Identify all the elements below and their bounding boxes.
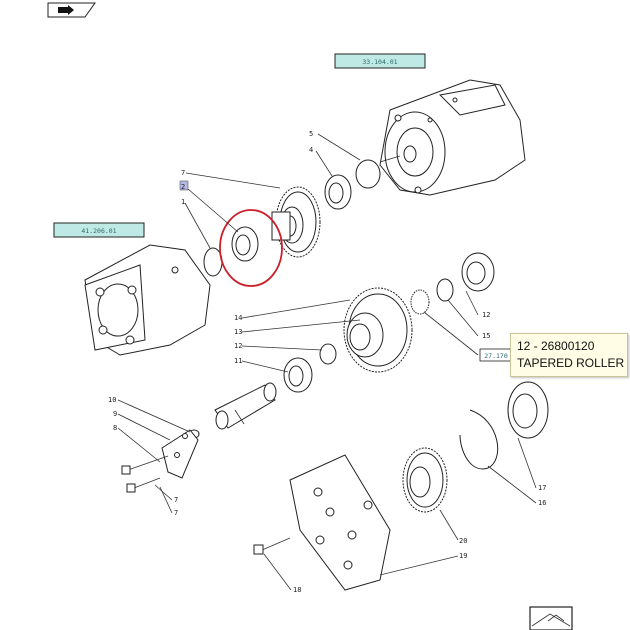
- callout-1: 1: [181, 198, 185, 206]
- envelope-icon[interactable]: [529, 606, 573, 630]
- shim-ring: [410, 289, 430, 315]
- ref-label-top: 33.104.01: [362, 58, 397, 66]
- callout-17: 17: [538, 484, 546, 492]
- bearing-lower-right: [507, 381, 549, 439]
- callout-4: 4: [309, 146, 313, 154]
- callout-2: 2: [181, 183, 185, 191]
- tooltip-part-description: TAPERED ROLLER: [517, 356, 625, 370]
- callout-3: 7: [181, 169, 185, 177]
- callout-9: 9: [113, 410, 117, 418]
- hydraulic-pump-left: [84, 244, 211, 356]
- bearing-middle-right: [461, 252, 495, 292]
- highlight-circle: [219, 209, 283, 287]
- nav-back-icon[interactable]: [47, 2, 96, 18]
- callout-5: 5: [309, 130, 313, 138]
- callout-13: 13: [234, 328, 242, 336]
- bolt-lower: [126, 477, 161, 493]
- callout-19: 19: [459, 552, 467, 560]
- callout-12: 12: [234, 342, 242, 350]
- tapered-roller-bearing-12[interactable]: [283, 357, 313, 393]
- callout-18: 18: [293, 586, 301, 594]
- ref-box-mid[interactable]: 27.170: [479, 348, 513, 362]
- callout-10: 10: [108, 396, 116, 404]
- callout-14: 14: [234, 314, 242, 322]
- bearing-upper: [324, 174, 352, 210]
- callout-11: 11: [234, 357, 242, 365]
- bearing-highlighted[interactable]: [231, 226, 259, 262]
- callout-numbers: 7 2 1 4 5 14 13 12 11 10 9 8 7 7 12 15 1…: [108, 130, 546, 594]
- snap-ring-upper: [355, 159, 381, 189]
- callout-16: 16: [538, 499, 546, 507]
- retaining-plate: [161, 429, 199, 479]
- callout-7: 7: [174, 509, 178, 517]
- circlip-16: [459, 409, 499, 470]
- callout-20: 20: [459, 537, 467, 545]
- spacer-ring-12: [319, 343, 337, 365]
- spacer-ring-15: [436, 278, 454, 302]
- callout-15: 15: [482, 332, 490, 340]
- drive-gear-lower: [402, 447, 448, 513]
- callout-7a: 7: [174, 496, 178, 504]
- part-tooltip: 12 - 26800120 TAPERED ROLLER: [510, 333, 628, 377]
- ref-label-mid: 27.170: [484, 352, 508, 360]
- idler-gear-middle: [343, 287, 413, 373]
- selected-callout-marker: [179, 180, 189, 191]
- callout-12b: 12: [482, 311, 490, 319]
- cover-plate: [289, 454, 391, 591]
- leader-lines: [117, 133, 537, 591]
- ref-box-top[interactable]: 33.104.01: [334, 53, 426, 69]
- bolt-upper: [121, 455, 169, 475]
- ref-box-left[interactable]: 41.206.01: [53, 222, 145, 238]
- ref-label-left: 41.206.01: [81, 227, 116, 235]
- bolt-18: [253, 537, 291, 555]
- callout-8: 8: [113, 424, 117, 432]
- drive-gear-upper: [271, 186, 321, 258]
- tooltip-part-number: 12 - 26800120: [517, 339, 595, 353]
- hydraulic-pump-upper: [379, 79, 526, 196]
- idler-shaft: [214, 382, 277, 430]
